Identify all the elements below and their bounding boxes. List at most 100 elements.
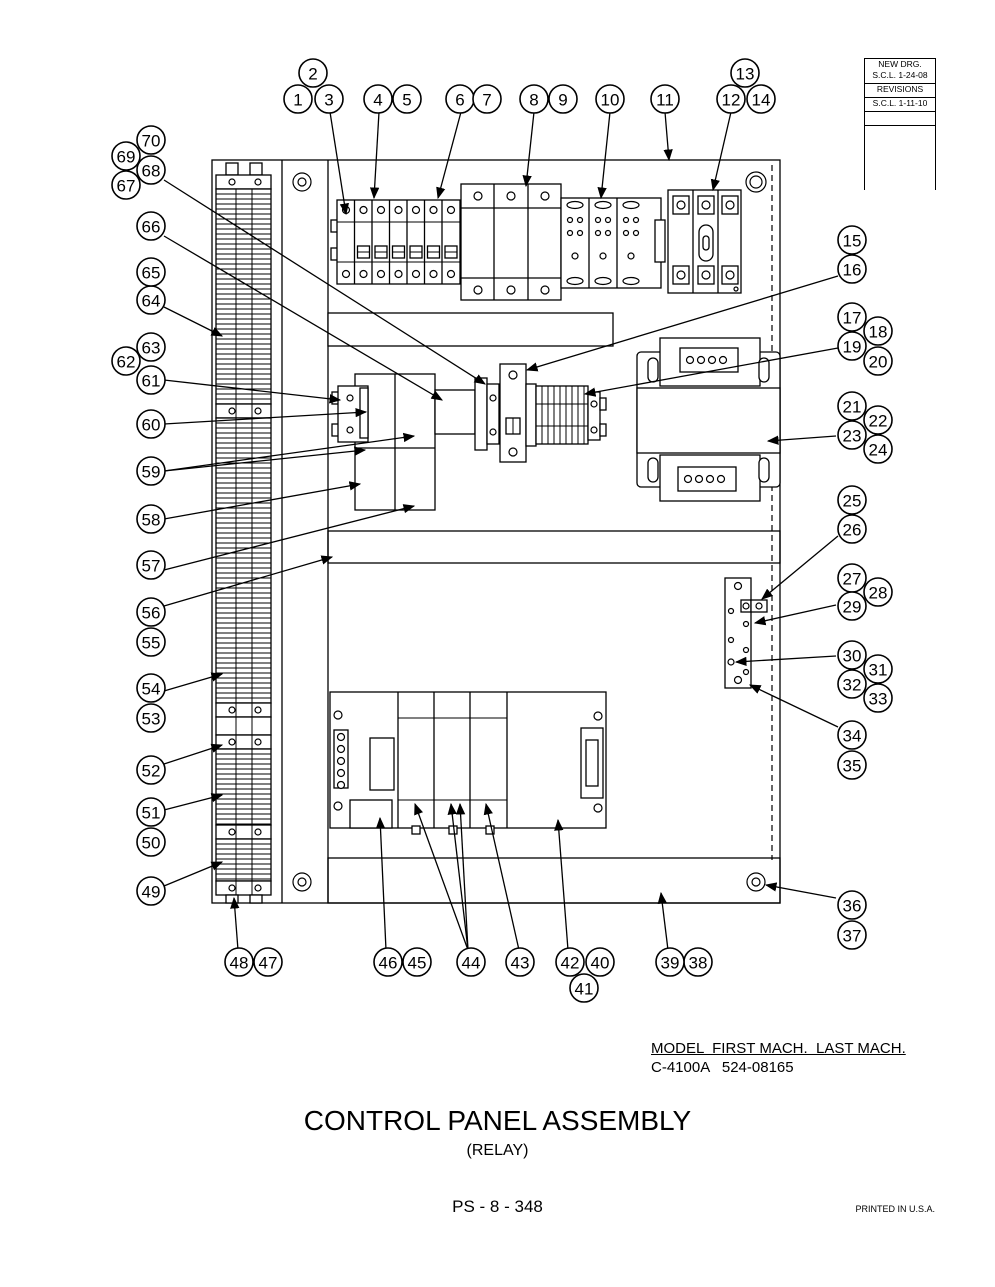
svg-text:17: 17 xyxy=(843,309,862,328)
svg-text:24: 24 xyxy=(869,441,888,460)
svg-text:21: 21 xyxy=(843,398,862,417)
svg-text:7: 7 xyxy=(482,91,491,110)
callout-38: 38 xyxy=(683,947,713,977)
callout-40: 40 xyxy=(585,947,615,977)
callout-36: 36 xyxy=(837,890,867,920)
callout-34: 34 xyxy=(837,720,867,750)
callout-56: 56 xyxy=(136,597,166,627)
callout-14: 14 xyxy=(746,84,776,114)
svg-text:37: 37 xyxy=(843,927,862,946)
callout-15: 15 xyxy=(837,225,867,255)
callout-22: 22 xyxy=(863,405,893,435)
svg-text:56: 56 xyxy=(142,604,161,623)
svg-text:28: 28 xyxy=(869,584,888,603)
callout-32: 32 xyxy=(837,669,867,699)
model-table-header: MODEL FIRST MACH. LAST MACH. xyxy=(651,1040,906,1057)
callout-4: 4 xyxy=(363,84,393,114)
svg-text:2: 2 xyxy=(308,65,317,84)
disconnect-switch xyxy=(667,189,742,294)
svg-text:69: 69 xyxy=(117,148,136,167)
callout-69: 69 xyxy=(111,141,141,171)
svg-text:49: 49 xyxy=(142,883,161,902)
callout-68: 68 xyxy=(136,155,166,185)
callout-28: 28 xyxy=(863,577,893,607)
callout-45: 45 xyxy=(402,947,432,977)
callout-19: 19 xyxy=(837,331,867,361)
svg-text:34: 34 xyxy=(843,727,862,746)
callout-42: 42 xyxy=(555,947,585,977)
callout-64: 64 xyxy=(136,285,166,315)
callout-21: 21 xyxy=(837,391,867,421)
svg-text:50: 50 xyxy=(142,834,161,853)
svg-text:63: 63 xyxy=(142,339,161,358)
svg-text:65: 65 xyxy=(142,264,161,283)
svg-text:55: 55 xyxy=(142,634,161,653)
callout-62: 62 xyxy=(111,346,141,376)
svg-text:57: 57 xyxy=(142,557,161,576)
model-table-row: C-4100A 524-08165 xyxy=(651,1059,794,1076)
svg-text:23: 23 xyxy=(843,427,862,446)
mounting-screw-icons xyxy=(292,171,767,892)
svg-text:31: 31 xyxy=(869,661,888,680)
svg-text:36: 36 xyxy=(843,897,862,916)
model-table: MODEL FIRST MACH. LAST MACH. C-4100A 524… xyxy=(651,1040,906,1076)
svg-text:47: 47 xyxy=(259,954,278,973)
svg-text:6: 6 xyxy=(455,91,464,110)
svg-text:20: 20 xyxy=(869,353,888,372)
transformer xyxy=(636,337,781,502)
svg-text:59: 59 xyxy=(142,463,161,482)
callout-11: 11 xyxy=(650,84,680,114)
svg-text:53: 53 xyxy=(142,710,161,729)
svg-text:42: 42 xyxy=(561,954,580,973)
circuit-breakers xyxy=(330,199,461,285)
callout-16: 16 xyxy=(837,254,867,284)
svg-text:41: 41 xyxy=(575,980,594,999)
callout-66: 66 xyxy=(136,211,166,241)
svg-text:5: 5 xyxy=(402,91,411,110)
callout-23: 23 xyxy=(837,420,867,450)
svg-text:48: 48 xyxy=(230,954,249,973)
fuse-holders xyxy=(460,183,562,301)
callout-50: 50 xyxy=(136,827,166,857)
svg-text:30: 30 xyxy=(843,647,862,666)
revision-block: NEW DRG. S.C.L. 1-24-08 REVISIONS S.C.L.… xyxy=(864,58,936,190)
svg-text:45: 45 xyxy=(408,954,427,973)
svg-text:27: 27 xyxy=(843,570,862,589)
plc-rack xyxy=(329,691,607,835)
drawing-title: CONTROL PANEL ASSEMBLY xyxy=(303,1105,692,1136)
new-drawing-date: S.C.L. 1-24-08 xyxy=(872,70,928,80)
svg-text:8: 8 xyxy=(529,91,538,110)
svg-text:33: 33 xyxy=(869,690,888,709)
svg-text:51: 51 xyxy=(142,804,161,823)
svg-text:11: 11 xyxy=(656,91,674,110)
callout-8: 8 xyxy=(519,84,549,114)
callout-60: 60 xyxy=(136,409,166,439)
svg-text:62: 62 xyxy=(117,353,136,372)
wire-duct xyxy=(327,312,614,347)
callout-33: 33 xyxy=(863,683,893,713)
callout-47: 47 xyxy=(253,947,283,977)
callout-13: 13 xyxy=(730,58,760,88)
svg-text:52: 52 xyxy=(142,762,161,781)
callout-7: 7 xyxy=(472,84,502,114)
svg-text:32: 32 xyxy=(843,676,862,695)
callout-17: 17 xyxy=(837,302,867,332)
svg-text:19: 19 xyxy=(843,338,862,357)
svg-text:26: 26 xyxy=(843,521,862,540)
callout-1: 1 xyxy=(283,84,313,114)
svg-text:66: 66 xyxy=(142,218,161,237)
revisions-label: REVISIONS xyxy=(876,84,924,94)
din-rail-terminals xyxy=(434,363,607,463)
callout-52: 52 xyxy=(136,755,166,785)
svg-text:40: 40 xyxy=(591,954,610,973)
callout-55: 55 xyxy=(136,627,166,657)
callout-35: 35 xyxy=(837,750,867,780)
callout-31: 31 xyxy=(863,654,893,684)
svg-text:29: 29 xyxy=(843,598,862,617)
svg-text:13: 13 xyxy=(736,65,755,84)
svg-text:43: 43 xyxy=(511,954,530,973)
svg-text:58: 58 xyxy=(142,511,161,530)
ground-bar xyxy=(724,577,768,689)
